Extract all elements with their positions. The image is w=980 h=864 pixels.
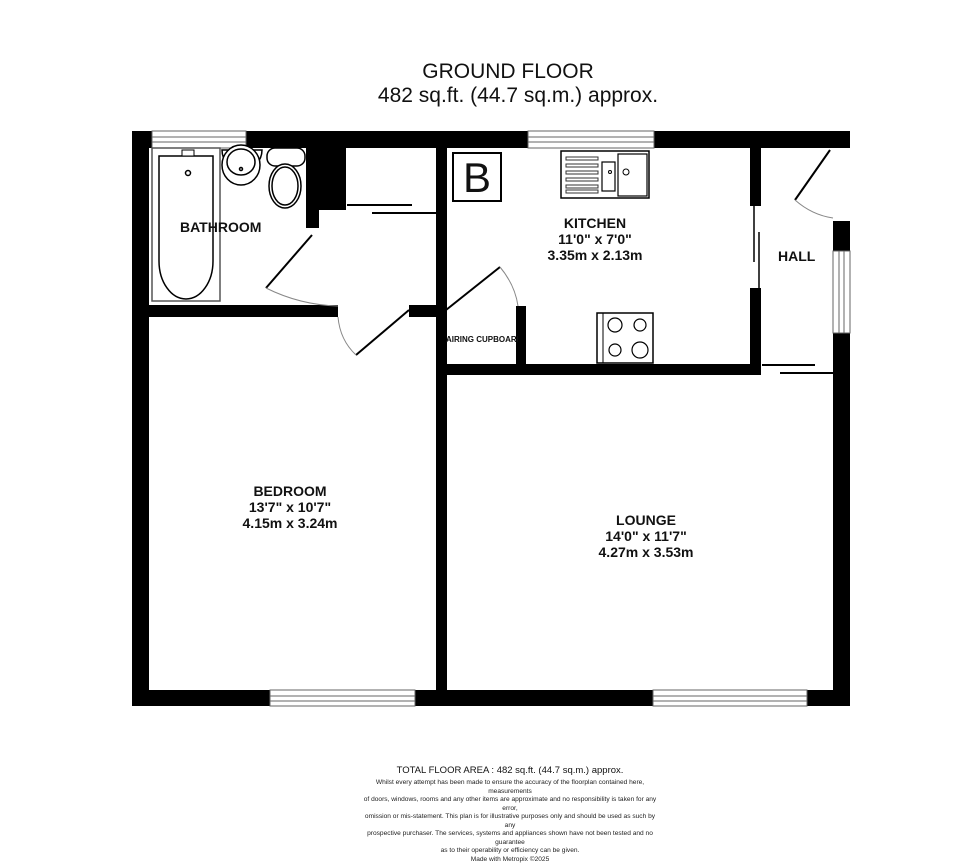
room-airing-cupboard: AIRING CUPBOARD [446, 335, 518, 344]
wall [833, 221, 850, 251]
room-bathroom: BATHROOM [180, 219, 261, 235]
windows [152, 131, 850, 706]
wall [306, 148, 319, 228]
window [270, 690, 415, 706]
door [356, 310, 409, 355]
room-lounge: LOUNGE 14'0" x 11'7" 4.27m x 3.53m [578, 512, 714, 560]
wall [750, 288, 761, 375]
wall [415, 690, 653, 706]
wall [132, 305, 338, 317]
floor-plan [0, 0, 980, 838]
walls [132, 131, 850, 706]
disclaimer-line: as to their operability or efficiency ca… [360, 847, 660, 856]
wall [436, 364, 760, 375]
room-dimensions-imperial: 14'0" x 11'7" [578, 528, 714, 544]
credit: Made with Metropix ©2025 [360, 856, 660, 864]
window [528, 131, 654, 148]
wall [436, 148, 447, 706]
disclaimer-line: prospective purchaser. The services, sys… [360, 830, 660, 847]
wall [654, 131, 850, 148]
room-name: HALL [778, 248, 815, 264]
wall [132, 690, 270, 706]
room-dimensions-imperial: 11'0" x 7'0" [530, 231, 660, 247]
disclaimer: Whilst every attempt has been made to en… [360, 779, 660, 864]
window [833, 251, 850, 333]
door [446, 267, 500, 310]
room-dimensions-imperial: 13'7" x 10'7" [225, 499, 355, 515]
window [653, 690, 807, 706]
window [152, 131, 246, 148]
door [795, 150, 830, 200]
room-name: BATHROOM [180, 219, 261, 235]
room-name: LOUNGE [578, 512, 714, 528]
room-name: BEDROOM [225, 483, 355, 499]
disclaimer-line: Whilst every attempt has been made to en… [360, 779, 660, 796]
room-dimensions-metric: 4.15m x 3.24m [225, 515, 355, 531]
room-name: AIRING CUPBOARD [446, 335, 518, 344]
wall [833, 333, 850, 706]
room-bedroom: BEDROOM 13'7" x 10'7" 4.15m x 3.24m [225, 483, 355, 531]
room-kitchen: KITCHEN 11'0" x 7'0" 3.35m x 2.13m [530, 215, 660, 263]
wall [750, 148, 761, 206]
room-dimensions-metric: 3.35m x 2.13m [530, 247, 660, 263]
total-floor-area: TOTAL FLOOR AREA : 482 sq.ft. (44.7 sq.m… [0, 765, 980, 776]
room-dimensions-metric: 4.27m x 3.53m [578, 544, 714, 560]
wall [246, 131, 528, 148]
room-name: KITCHEN [530, 215, 660, 231]
energy-rating-badge: B [452, 152, 502, 202]
wall [132, 131, 149, 706]
door [266, 235, 312, 288]
disclaimer-line: of doors, windows, rooms and any other i… [360, 796, 660, 813]
room-hall: HALL [778, 248, 815, 264]
disclaimer-line: omission or mis-statement. This plan is … [360, 813, 660, 830]
